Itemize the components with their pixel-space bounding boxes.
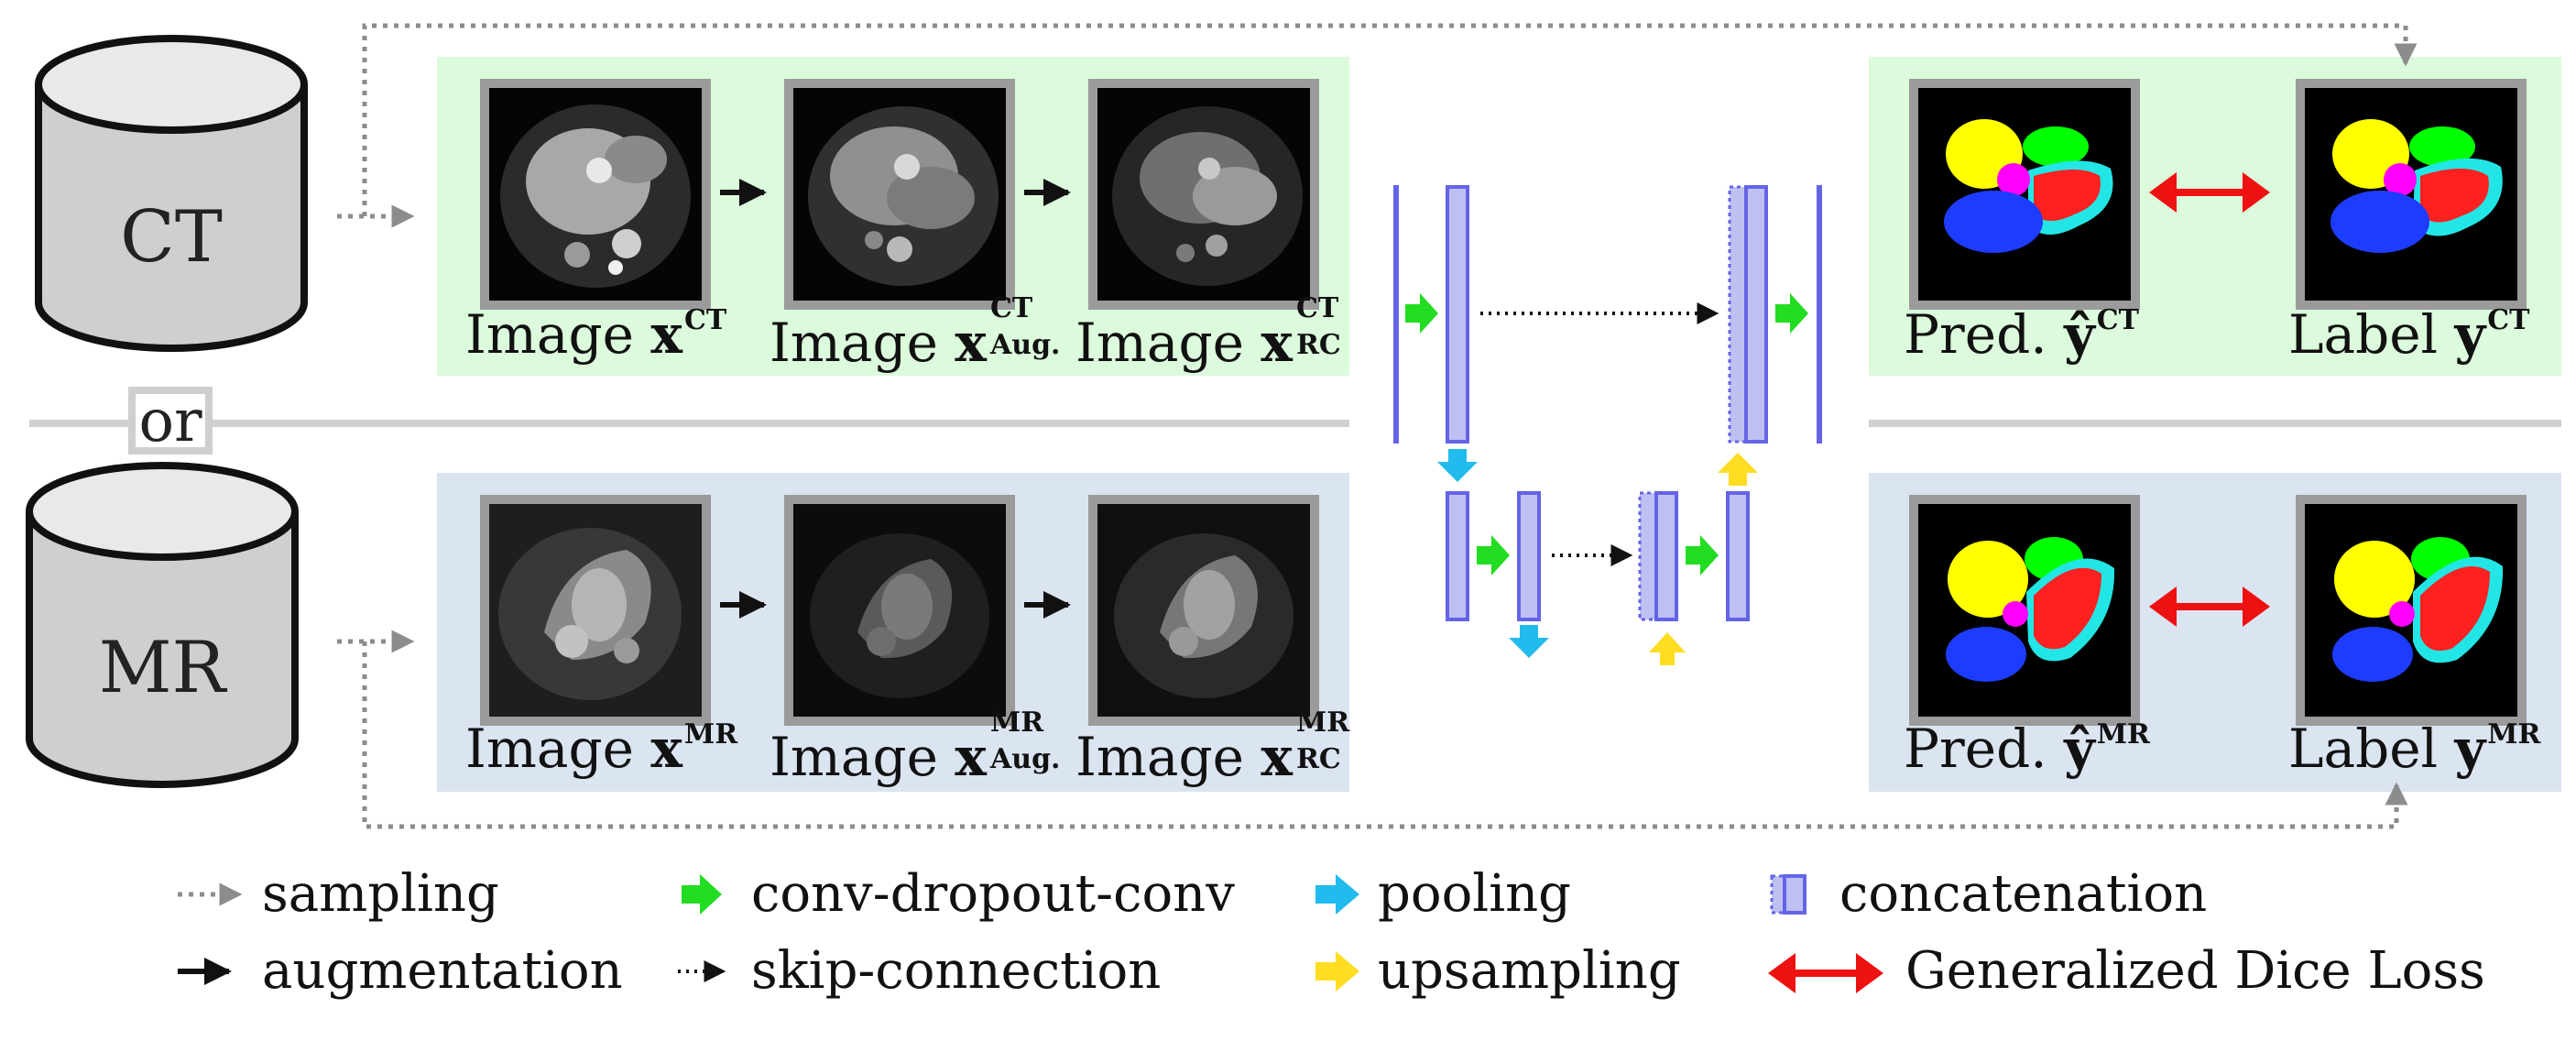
ct-database-icon <box>35 35 308 352</box>
conv-arrow-3 <box>1686 535 1719 575</box>
mr-prediction-map <box>1909 495 2140 726</box>
conv-arrow-1 <box>1405 293 1438 334</box>
ct-database-label: CT <box>120 196 223 279</box>
unet-concat-block-1 <box>1728 185 1748 444</box>
unet-decoder-block-3 <box>1726 491 1750 621</box>
mr-image-original <box>480 495 711 726</box>
mr-database-icon <box>26 462 299 788</box>
unet-decoder-block-1 <box>1744 185 1768 444</box>
mr-label-caption: Label yMR <box>2288 718 2541 780</box>
ct-dice-loss-arrow <box>2149 172 2270 213</box>
legend-conv-icon <box>682 874 722 915</box>
legend-skip-label: skip-connection <box>751 941 1162 1001</box>
legend-dice-icon <box>1768 953 1883 993</box>
conv-arrow-4 <box>1775 293 1808 334</box>
unet-encoder-block-2 <box>1446 491 1469 621</box>
mr-label-sampling-path <box>362 641 2408 829</box>
legend-upsampling-label: upsampling <box>1378 941 1681 1001</box>
ct-prediction-map <box>1909 79 2140 310</box>
legend-concat-label: concatenation <box>1839 864 2208 924</box>
ct-caption-original: Image xCT <box>465 303 727 366</box>
legend-upsampling-icon <box>1315 951 1359 992</box>
ct-image-augmented <box>784 79 1015 310</box>
pool-arrow-1 <box>1437 449 1478 482</box>
up-arrow-2 <box>1718 453 1758 486</box>
mr-image-augmented <box>784 495 1015 726</box>
mr-image-rc <box>1088 495 1319 726</box>
unet-bottleneck-block <box>1517 491 1541 621</box>
ct-label-map <box>2296 79 2527 310</box>
legend-pooling-icon <box>1315 874 1359 915</box>
ct-label-sampling-path <box>362 23 2418 216</box>
ct-pred-caption: Pred. ŷCT <box>1904 303 2139 366</box>
legend-dice-label: Generalized Dice Loss <box>1905 941 2485 1001</box>
pool-arrow-2 <box>1509 625 1549 658</box>
legend-concat-icon <box>1770 874 1806 915</box>
unet-architecture <box>1393 185 1822 665</box>
ct-image-original <box>480 79 711 310</box>
legend-augmentation-label: augmentation <box>262 941 623 1001</box>
up-arrow-1 <box>1649 632 1686 665</box>
conv-arrow-2 <box>1477 535 1510 575</box>
legend-conv-label: conv-dropout-conv <box>751 864 1235 924</box>
legend-pooling-label: pooling <box>1378 864 1572 924</box>
unet-decoder-block-2 <box>1654 491 1678 621</box>
legend-sampling-label: sampling <box>262 864 499 924</box>
mr-label-map <box>2296 495 2527 726</box>
mr-dice-loss-arrow <box>2149 586 2270 627</box>
or-label: or <box>128 387 213 455</box>
unet-encoder-block-1 <box>1446 185 1469 444</box>
ct-image-rc <box>1088 79 1319 310</box>
unet-concat-block-2 <box>1638 491 1658 621</box>
mr-pred-caption: Pred. ŷMR <box>1904 718 2150 780</box>
mr-database-label: MR <box>98 627 226 709</box>
mr-caption-original: Image xMR <box>465 718 738 780</box>
ct-label-caption: Label yCT <box>2288 303 2530 366</box>
